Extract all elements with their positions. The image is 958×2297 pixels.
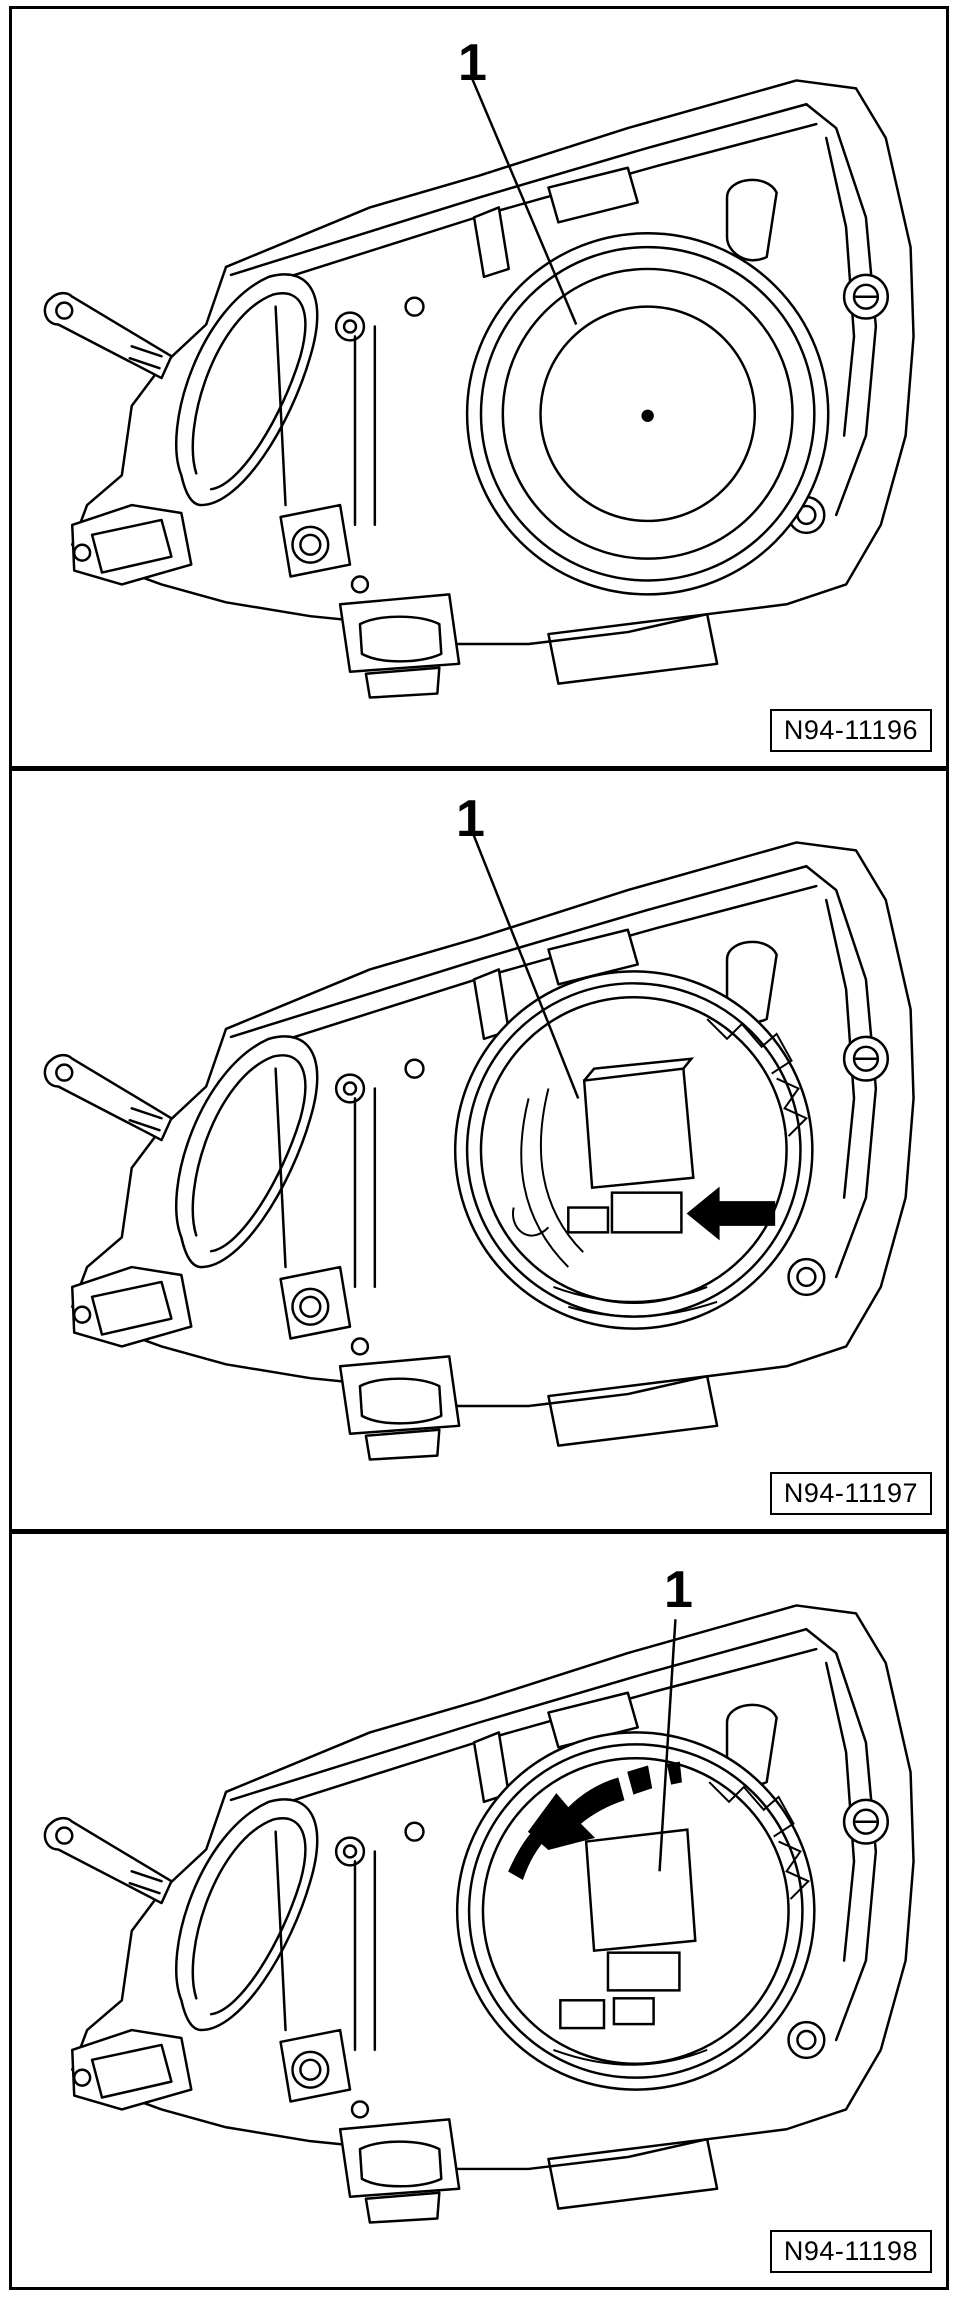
control-unit <box>511 1057 695 1237</box>
callout-1: 1 <box>458 34 487 92</box>
figure-id-label: N94-11198 <box>769 2230 932 2273</box>
headlight-illustration-cap-removed <box>43 828 915 1461</box>
callout-1: 1 <box>664 1561 693 1619</box>
figure-id-label: N94-11197 <box>769 1472 932 1515</box>
leader-line <box>470 77 578 325</box>
control-unit <box>559 1828 697 2030</box>
callout-1: 1 <box>456 790 485 848</box>
headlight-illustration-unit-rotate <box>43 1604 915 2224</box>
leader-line <box>658 1619 677 1872</box>
figure-id-label: N94-11196 <box>769 709 932 752</box>
figure-panel-1: 1 N94-11196 <box>9 6 949 769</box>
cover-cap <box>465 231 830 596</box>
figure-panel-2: 1 N94-11197 <box>9 768 949 1532</box>
arrow-left-icon <box>686 1186 776 1241</box>
leader-line <box>469 828 580 1099</box>
curved-arrow-icon <box>508 1761 682 1880</box>
figure-panel-3: 1 N94-11198 <box>9 1531 949 2290</box>
headlight-illustration-cap-on <box>43 77 915 699</box>
